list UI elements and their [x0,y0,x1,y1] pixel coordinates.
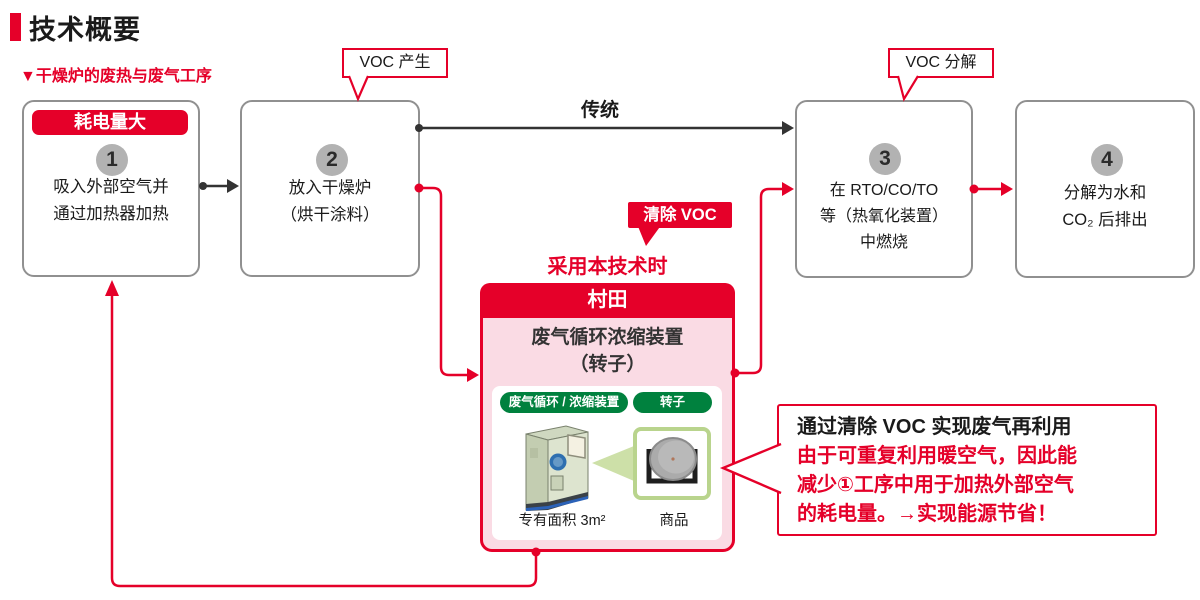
tag-rotor: 转子 [633,392,712,413]
voc-generate-callout: VOC 产生 [342,48,448,78]
step2-box: 2 放入干燥炉 （烘干涂料） [240,100,420,277]
step2-line1: 放入干燥炉 [288,179,372,197]
voc-decompose-callout: VOC 分解 [888,48,994,78]
step2-text: 放入干燥炉 （烘干涂料） [242,175,418,229]
step3-line1: 在 RTO/CO/TO [829,182,939,199]
rotor-image-frame [633,427,711,500]
step3-number: 3 [869,143,901,175]
benefit-line2: 由于可重复利用暖空气，因此能 [797,445,1077,467]
benefit-line4: 的耗电量。→实现能源节省！ [797,503,1057,525]
tag-recycle-concentrator: 废气循环 / 浓缩装置 [500,392,628,413]
step3-text: 在 RTO/CO/TO 等（热氧化装置） 中燃烧 [797,178,971,256]
step2-line2: （烘干涂料） [280,206,380,224]
process-section-label: ▼干燥炉的废热与废气工序 [20,68,212,85]
footprint-caption: 专有面积 3m² [518,513,606,529]
page-title: 技术概要 [29,15,141,45]
step4-text: 分解为水和 CO₂ 后排出 [1017,180,1193,234]
benefit-line3: 减少①工序中用于加热外部空气 [797,474,1074,496]
voc-remove-badge: 清除 VOC [628,202,732,228]
adoption-label: 采用本技术时 [547,256,668,278]
step3-box: 3 在 RTO/CO/TO 等（热氧化装置） 中燃烧 [795,100,973,278]
step4-line2: CO₂ 后排出 [1062,211,1148,229]
zoom-wedge [592,446,634,481]
step4-box: 4 分解为水和 CO₂ 后排出 [1015,100,1195,278]
benefit-line1: 通过清除 VOC 实现废气再利用 [797,416,1072,438]
step1-line2: 通过加热器加热 [53,205,169,223]
benefit-bubble: 通过清除 VOC 实现废气再利用 由于可重复利用暖空气，因此能 减少①工序中用于… [777,404,1157,536]
step4-line1: 分解为水和 [1063,184,1147,202]
step3-line2: 等（热氧化装置） [819,208,948,225]
product-name-line1: 废气循环浓缩装置 [531,327,684,348]
step1-number: 1 [96,144,128,176]
step1-box: 耗电量大 1 吸入外部空气并 通过加热器加热 [22,100,200,277]
step1-text: 吸入外部空气并 通过加热器加热 [24,174,198,228]
traditional-route-label: 传统 [580,100,619,121]
title-accent-bar [10,13,21,41]
power-consumption-badge: 耗电量大 [32,110,188,135]
murata-brand-header: 村田 [480,283,735,318]
murata-product-name: 废气循环浓缩装置 （转子） [480,324,735,378]
step1-line1: 吸入外部空气并 [53,178,169,196]
concentrator-machine-image [525,425,589,511]
step3-line3: 中燃烧 [859,234,908,251]
rotor-product-image [646,437,698,484]
product-caption: 商品 [659,513,689,529]
product-name-line2: （转子） [569,354,646,375]
step4-number: 4 [1091,144,1123,176]
step2-number: 2 [316,144,348,176]
